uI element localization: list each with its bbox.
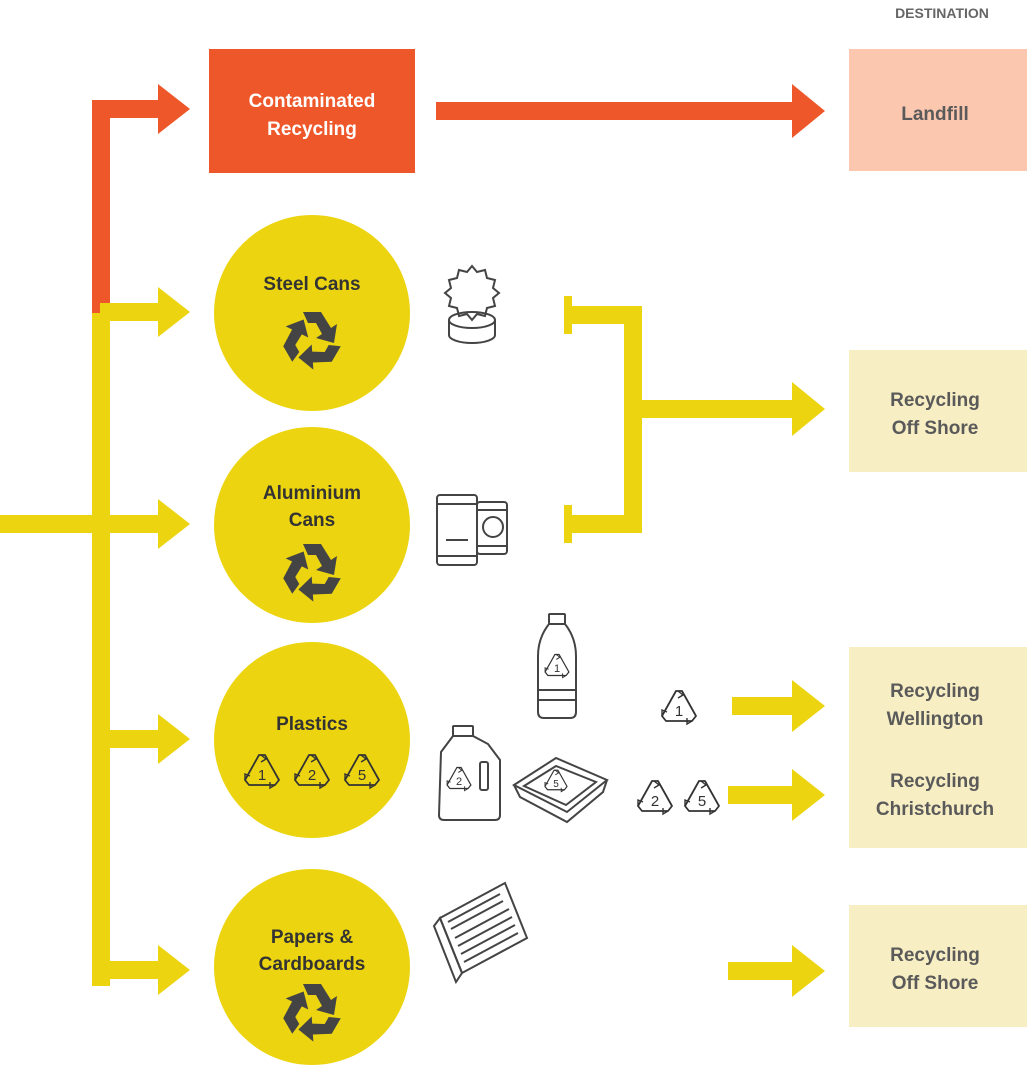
destination-offshore-paper: Recycling Off Shore <box>849 905 1027 1027</box>
steel-can-icon <box>443 264 501 344</box>
christchurch-line2: Christchurch <box>876 799 994 820</box>
papers-label-line2: Cardboards <box>259 954 366 975</box>
christchurch-line1: Recycling <box>890 771 980 792</box>
plastic-tray-icon: 5 <box>511 756 609 824</box>
plastics-label: Plastics <box>276 714 348 735</box>
arrow-to-christchurch <box>792 769 825 821</box>
resin-code-2-icon: 2 <box>294 754 330 789</box>
offshore-cans-line1: Recycling <box>890 390 980 411</box>
aluminium-label-line1: Aluminium <box>263 483 361 504</box>
svg-text:2: 2 <box>651 793 659 810</box>
aluminium-label-line2: Cans <box>289 510 335 531</box>
offshore-cans-line2: Off Shore <box>892 418 979 439</box>
offshore-paper-line2: Off Shore <box>892 973 979 994</box>
resin-code-5-icon: 5 <box>344 754 380 789</box>
wellington-line1: Recycling <box>890 681 980 702</box>
newspaper-icon <box>432 881 529 985</box>
arrow-to-papers <box>158 945 190 995</box>
destination-landfill: Landfill <box>849 49 1027 171</box>
svg-text:1: 1 <box>258 767 266 784</box>
arrow-to-landfill <box>792 84 825 138</box>
offshore-paper-line1: Recycling <box>890 945 980 966</box>
category-steel: Steel Cans <box>214 215 410 411</box>
svg-text:5: 5 <box>698 793 706 810</box>
category-papers: Papers & Cardboards <box>214 869 410 1065</box>
category-aluminium: Aluminium Cans <box>214 427 410 623</box>
red-trunk <box>92 100 110 313</box>
category-plastics: Plastics 1 2 5 <box>214 642 410 838</box>
red-branch <box>92 100 162 118</box>
steel-label: Steel Cans <box>263 274 360 295</box>
papers-label-line1: Papers & <box>271 927 354 948</box>
arrow-to-steel <box>158 287 190 337</box>
svg-text:2: 2 <box>308 767 316 784</box>
resin-code-2-icon: 2 <box>637 780 673 815</box>
resin-code-5-icon: 5 <box>684 780 720 815</box>
plastic-bottle-icon: 1 <box>537 613 577 719</box>
arrow-to-plastics <box>158 714 190 764</box>
destination-offshore-cans: Recycling Off Shore <box>849 350 1027 472</box>
arrow-to-wellington <box>792 680 825 732</box>
flow-lines <box>0 84 825 997</box>
destination-header: DESTINATION <box>895 5 989 21</box>
wellington-line2: Wellington <box>887 709 984 730</box>
landfill-label: Landfill <box>901 104 969 125</box>
input-line <box>0 515 100 533</box>
arrow-to-offshore-paper <box>792 945 825 997</box>
resin-code-1-icon: 1 <box>244 754 280 789</box>
resin-code-1-icon: 1 <box>661 690 697 725</box>
arrow-to-offshore-cans <box>792 382 825 436</box>
plastic-jug-icon: 2 <box>437 725 501 821</box>
contaminated-label-line2: Recycling <box>267 119 357 140</box>
arrow-to-aluminium <box>158 499 190 549</box>
svg-text:5: 5 <box>358 767 366 784</box>
svg-text:1: 1 <box>554 663 560 675</box>
destination-plastics: Recycling Wellington Recycling Christchu… <box>849 647 1027 848</box>
svg-text:1: 1 <box>675 703 683 720</box>
contaminated-box: Contaminated Recycling <box>209 49 415 173</box>
contaminated-label-line1: Contaminated <box>249 91 376 112</box>
aluminium-cans-icon <box>436 494 508 566</box>
yellow-trunk <box>92 312 110 986</box>
arrow-to-contaminated <box>158 84 190 134</box>
svg-text:5: 5 <box>553 779 559 790</box>
svg-text:2: 2 <box>456 776 462 788</box>
